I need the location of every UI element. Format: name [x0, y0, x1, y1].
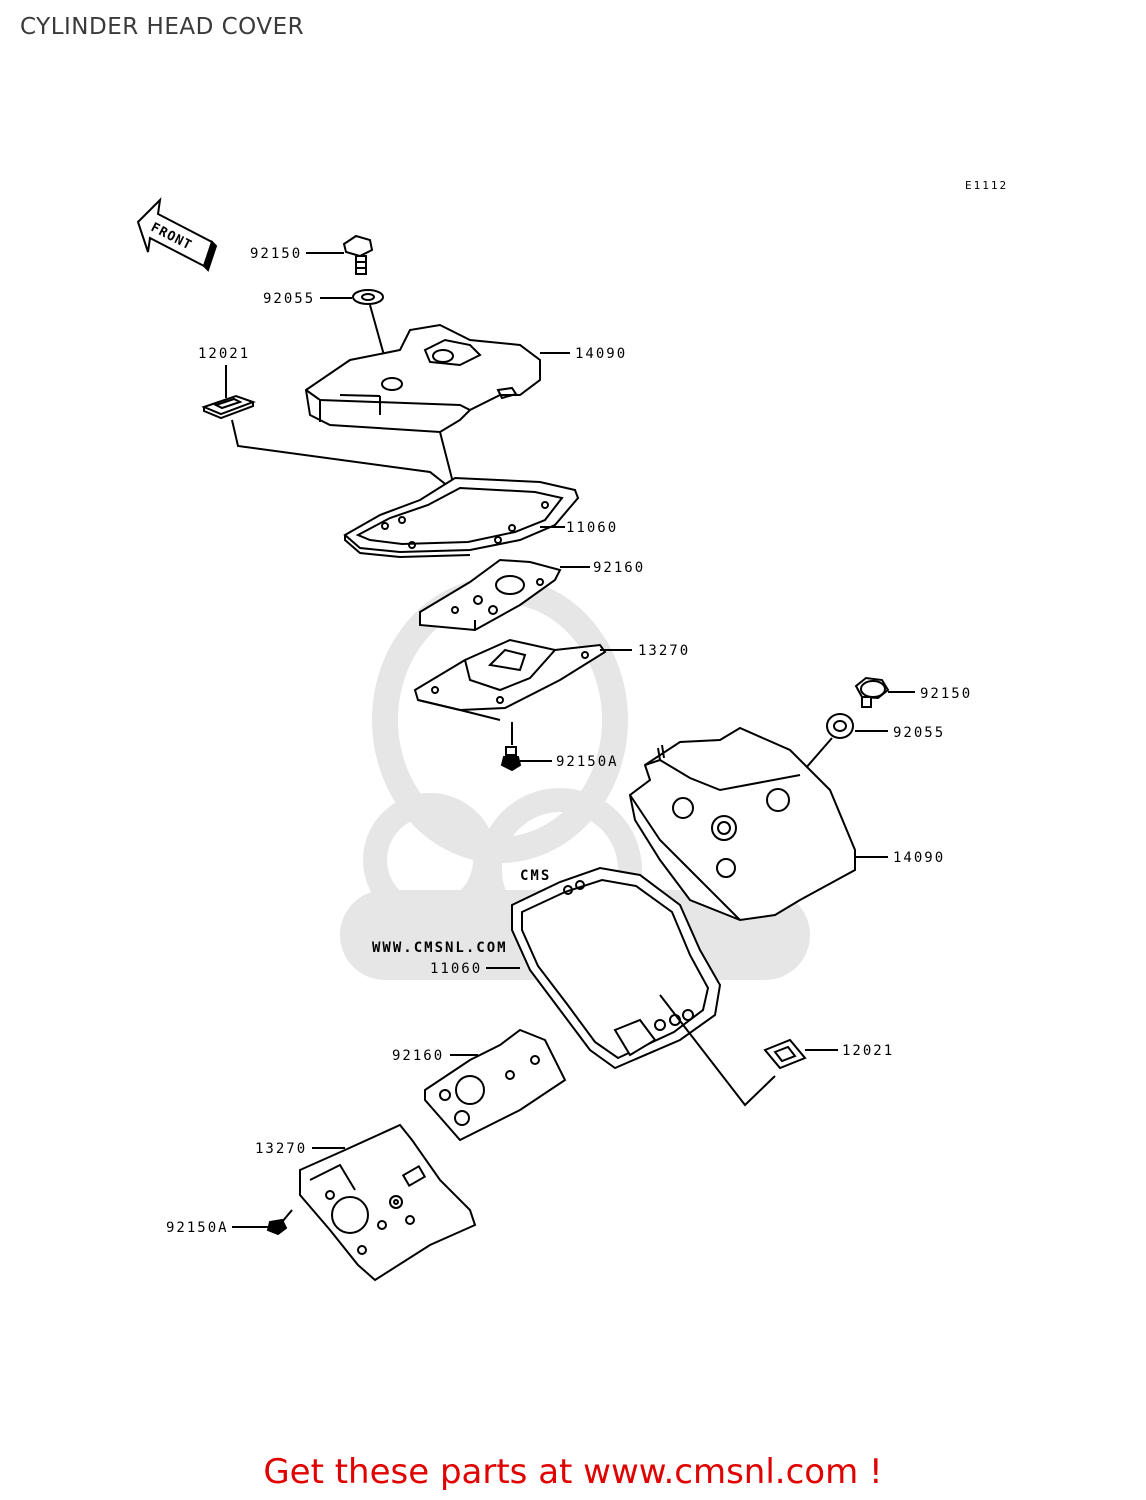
label-11060-upper[interactable]: 11060 — [566, 520, 618, 536]
gasket-11060-upper — [343, 476, 580, 559]
label-14090-upper[interactable]: 14090 — [575, 346, 627, 362]
label-92055-right[interactable]: 92055 — [893, 725, 945, 741]
label-92150-right[interactable]: 92150 — [920, 686, 972, 702]
bolt-92150-right — [854, 676, 890, 708]
screw-92150A-lower — [266, 1218, 288, 1236]
cta-link[interactable]: Get these parts at www.cmsnl.com ! — [263, 1452, 883, 1492]
part-labels: 92150 92055 14090 12021 11060 92160 1327… — [166, 246, 972, 1236]
grommet-12021-lower — [763, 1038, 807, 1070]
front-arrow-icon: FRONT — [136, 197, 218, 272]
screw-92150A-upper — [500, 746, 522, 772]
label-13270-upper[interactable]: 13270 — [638, 643, 690, 659]
bolt-92150-upper — [342, 234, 374, 275]
page-title: CYLINDER HEAD COVER — [20, 14, 305, 40]
grommet-12021-upper — [201, 394, 256, 420]
cover-14090-upper — [304, 323, 541, 434]
diagram-code: E1112 — [965, 179, 1008, 192]
cover-14090-lower — [628, 726, 856, 922]
label-92150-upper[interactable]: 92150 — [250, 246, 302, 262]
washer-92055-upper — [352, 289, 384, 305]
gasket-11060-lower — [511, 866, 722, 1070]
label-92150A-lower[interactable]: 92150A — [166, 1220, 229, 1236]
plate-13270-upper — [413, 638, 607, 721]
label-11060-lower[interactable]: 11060 — [430, 961, 482, 977]
label-92160-upper[interactable]: 92160 — [593, 560, 645, 576]
label-92160-lower[interactable]: 92160 — [392, 1048, 444, 1064]
label-12021-upper[interactable]: 12021 — [198, 346, 250, 362]
plate-13270-lower — [299, 1123, 477, 1282]
plate-92160-upper — [419, 558, 562, 632]
label-92150A-upper[interactable]: 92150A — [556, 754, 619, 770]
label-12021-lower[interactable]: 12021 — [842, 1043, 894, 1059]
watermark-logo: CMS — [520, 868, 551, 884]
plate-92160-lower — [424, 1028, 567, 1142]
label-14090-lower[interactable]: 14090 — [893, 850, 945, 866]
washer-92055-right — [826, 713, 854, 739]
label-13270-lower[interactable]: 13270 — [255, 1141, 307, 1157]
watermark-url: WWW.CMSNL.COM — [372, 940, 508, 956]
label-92055-upper[interactable]: 92055 — [263, 291, 315, 307]
